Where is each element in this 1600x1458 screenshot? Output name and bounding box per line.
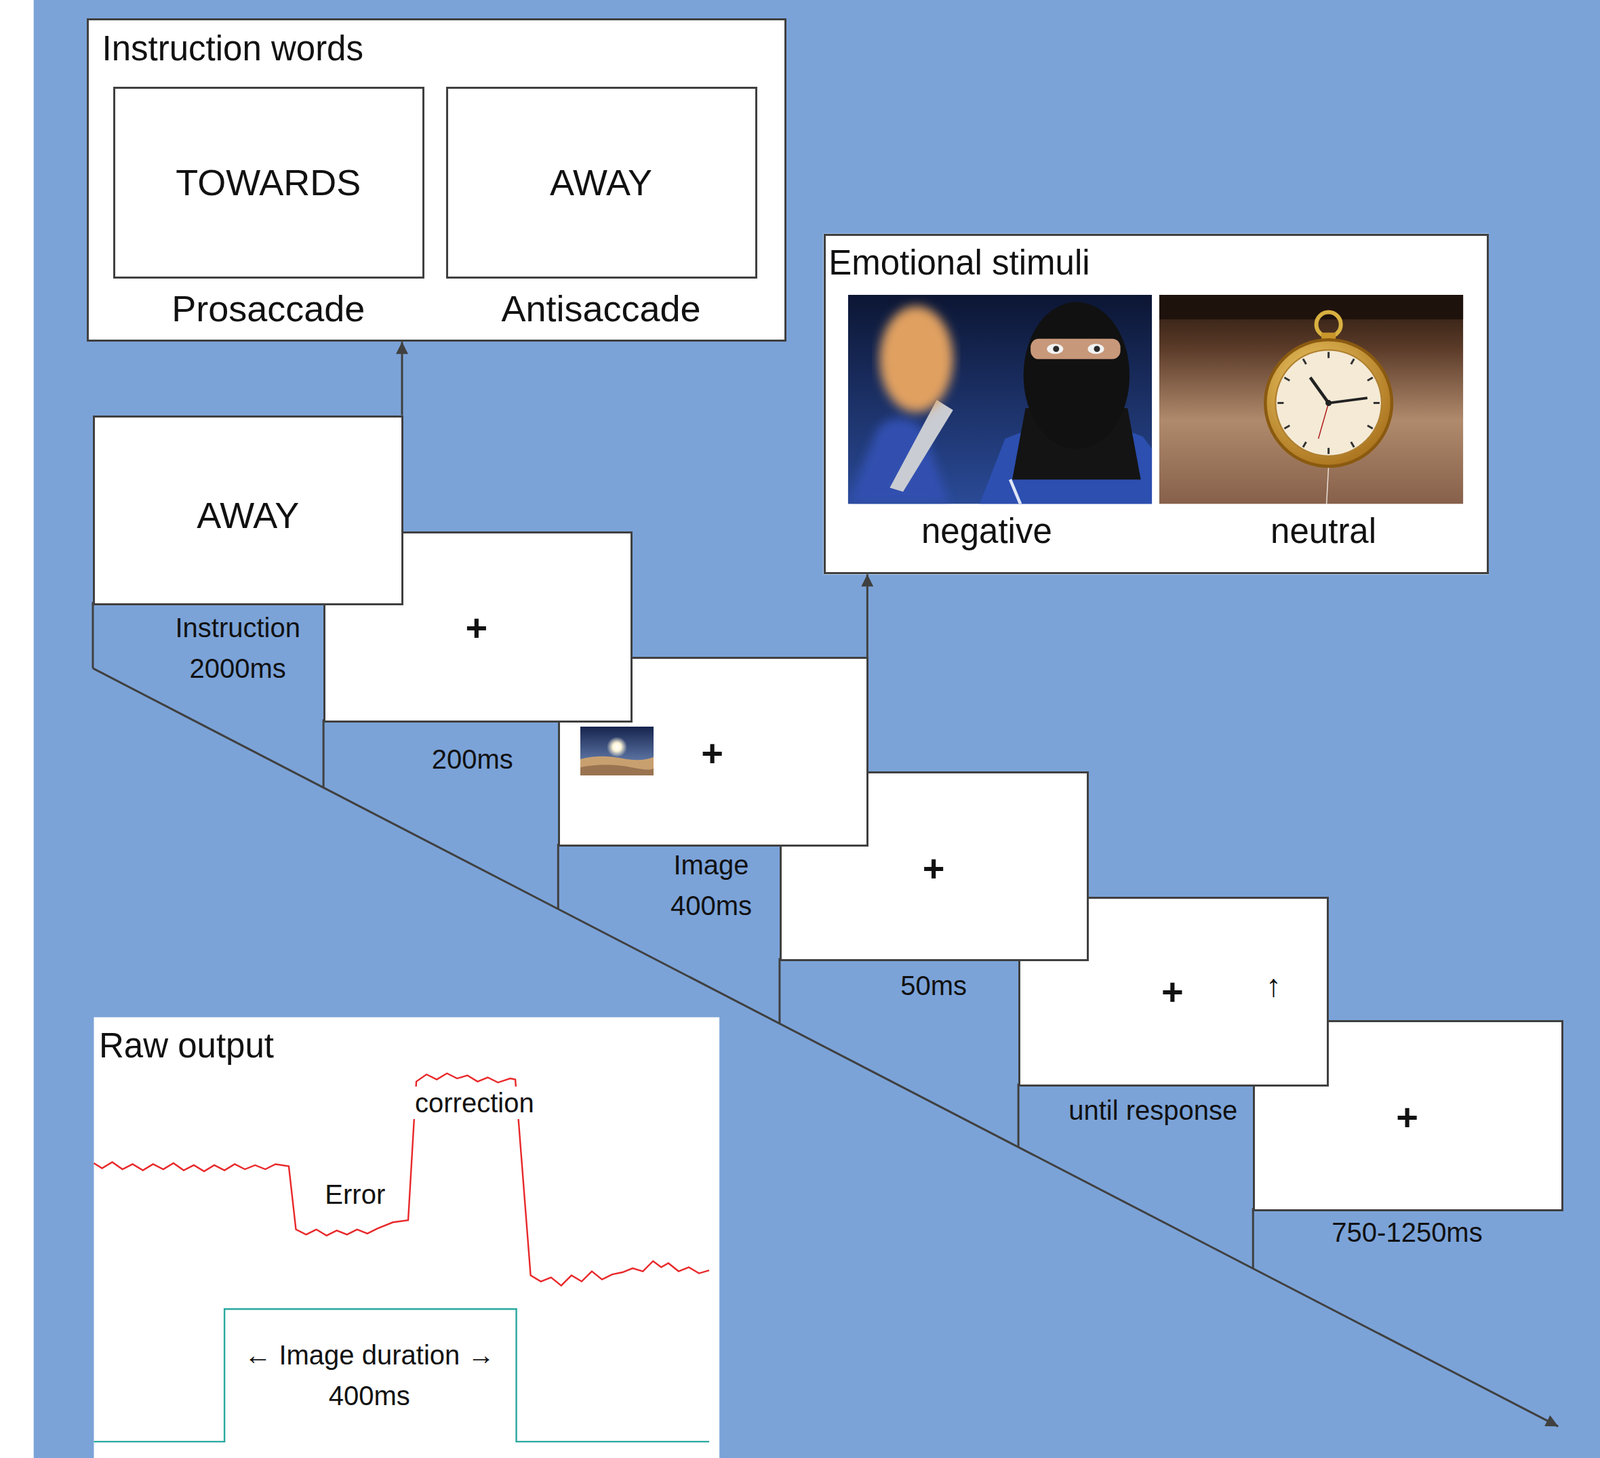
panel-title: Emotional stimuli: [828, 242, 1090, 285]
text-holder: Prosaccade: [171, 286, 365, 331]
text-holder: Error: [324, 1178, 386, 1211]
stimulus-trace: [93, 1309, 710, 1443]
panel-title: Raw output: [98, 1025, 274, 1067]
duration-label: Image 400ms: [656, 844, 766, 927]
text-holder: ← Image duration → 400ms: [227, 1334, 512, 1417]
instruction-word: AWAY: [549, 160, 653, 205]
connector-arrow: [866, 574, 869, 657]
output-panel: Raw output correctionError ← Image duratio…: [93, 1017, 720, 1458]
text-holder: +: [1395, 1094, 1419, 1140]
text-holder: Raw output: [98, 1025, 274, 1067]
connector-arrow: [401, 341, 404, 415]
text-holder: +: [1161, 968, 1184, 1015]
saccade-type: Prosaccade: [171, 286, 365, 331]
fixation-cross: +: [701, 730, 724, 776]
duration-label: Instruction 2000ms: [156, 607, 320, 689]
trace-label: correction: [410, 1086, 539, 1120]
instruction-word: AWAY: [196, 493, 299, 538]
fixation-cross: +: [465, 604, 489, 651]
panel-title: Instruction words: [101, 28, 364, 70]
text-holder: AWAY: [549, 160, 653, 205]
panel-fill: [93, 1017, 720, 1458]
text-holder: AWAY: [196, 493, 299, 538]
fixation-cross: +: [1161, 968, 1184, 1015]
trace-label: Error: [324, 1178, 386, 1211]
instruction-word: TOWARDS: [175, 160, 361, 205]
text-holder: negative: [921, 511, 1053, 553]
text-holder: +: [465, 604, 489, 651]
negative-photo: [848, 294, 1153, 505]
text-holder: until response: [1068, 1094, 1238, 1127]
instruction-box: TOWARDSProsaccade: [113, 86, 425, 279]
panel-box: Instruction wordsTOWARDSProsaccadeAWAYAn…: [86, 18, 788, 342]
photo-frame: negative: [848, 294, 1153, 505]
panel-box: Emotional stimulinegativeneutral: [823, 233, 1489, 575]
text-holder: +: [701, 730, 724, 776]
background-fill: [33, 0, 1600, 1458]
eye-trace: [93, 1073, 710, 1287]
valence-label: neutral: [1270, 511, 1377, 553]
text-holder: 750-1250ms: [1331, 1216, 1483, 1249]
screen-frame: AWAYInstruction 2000ms: [92, 415, 404, 606]
text-holder: +: [922, 845, 946, 891]
duration-label: ← Image duration → 400ms: [227, 1334, 512, 1417]
saccade-type: Antisaccade: [501, 286, 701, 331]
neutral-photo: [1159, 294, 1464, 505]
text-holder: 200ms: [431, 743, 514, 776]
text-holder: TOWARDS: [175, 160, 361, 205]
duration-label: until response: [1068, 1094, 1238, 1127]
text-holder: Instruction words: [101, 28, 364, 70]
timeline: [92, 602, 1558, 1427]
valence-label: negative: [921, 511, 1053, 553]
text-holder: 50ms: [900, 969, 967, 1003]
target-arrow: ↑: [1265, 968, 1282, 1006]
text-holder: correction: [410, 1086, 539, 1120]
panel-fill: [823, 233, 1489, 575]
instruction-box: AWAYAntisaccade: [446, 86, 758, 279]
fixation-cross: +: [922, 845, 946, 891]
fixation-cross: +: [1395, 1094, 1419, 1140]
photo-frame: neutral: [1159, 294, 1464, 505]
text-holder: neutral: [1270, 511, 1377, 553]
stimulus-thumbnail: [580, 726, 654, 776]
text-holder: Image 400ms: [656, 844, 766, 927]
duration-label: 750-1250ms: [1331, 1216, 1483, 1249]
duration-label: 200ms: [431, 743, 514, 776]
text-holder: Instruction 2000ms: [156, 607, 320, 689]
text-holder: Antisaccade: [501, 286, 701, 331]
text-holder: ↑: [1265, 968, 1282, 1006]
duration-label: 50ms: [900, 969, 967, 1003]
text-holder: Emotional stimuli: [828, 242, 1090, 285]
